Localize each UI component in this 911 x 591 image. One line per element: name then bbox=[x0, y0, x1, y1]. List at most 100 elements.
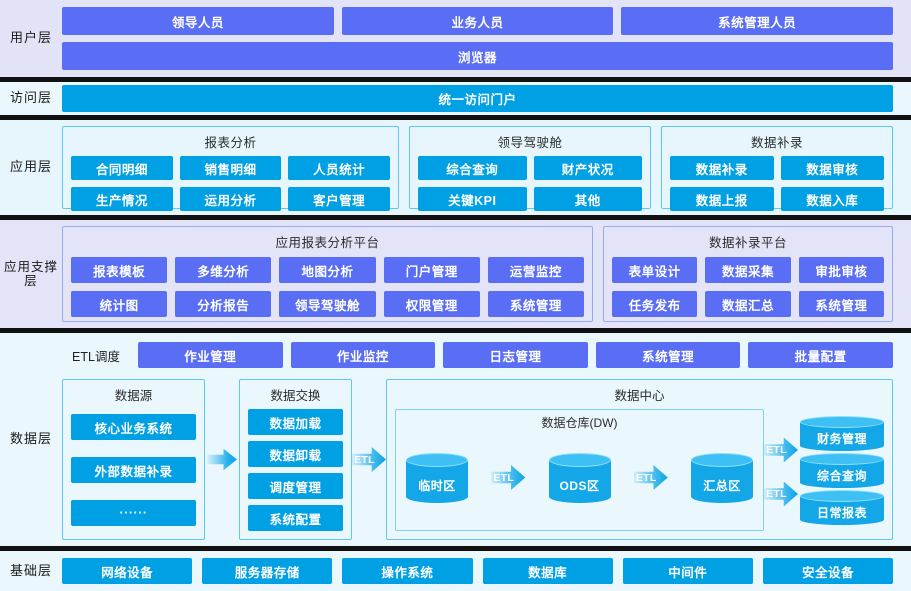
app-item-data-report[interactable]: 数据上报 bbox=[670, 187, 774, 211]
data-source-external-entry[interactable]: 外部数据补录 bbox=[71, 457, 196, 483]
app-item-customer-management[interactable]: 客户管理 bbox=[288, 187, 390, 211]
dw-zone-temp[interactable]: 临时区 bbox=[406, 452, 468, 503]
app-item-sales-detail[interactable]: 销售明细 bbox=[179, 156, 282, 180]
user-role-sysadmin[interactable]: 系统管理人员 bbox=[621, 7, 894, 35]
cylinder-top-icon bbox=[691, 452, 753, 467]
base-item-middleware[interactable]: 中间件 bbox=[622, 558, 753, 584]
data-exchange-load[interactable]: 数据加载 bbox=[248, 409, 343, 435]
application-layer-body: 报表分析 合同明细 销售明细 人员统计 生产情况 运用分析 客户管理 领导驾驶舱… bbox=[62, 120, 911, 215]
app-item-other[interactable]: 其他 bbox=[533, 187, 642, 211]
etl-item-job-monitoring[interactable]: 作业监控 bbox=[290, 342, 436, 368]
etl-item-log-management[interactable]: 日志管理 bbox=[443, 342, 588, 368]
data-source-more[interactable]: ······ bbox=[71, 500, 196, 526]
data-warehouse-title: 数据仓库(DW) bbox=[541, 416, 618, 430]
support-item-data-collection[interactable]: 数据采集 bbox=[705, 257, 791, 283]
data-exchange-unload[interactable]: 数据卸载 bbox=[248, 441, 343, 467]
app-item-data-audit[interactable]: 数据审核 bbox=[780, 156, 884, 180]
data-source-title: 数据源 bbox=[114, 389, 153, 403]
data-source-core-business[interactable]: 核心业务系统 bbox=[71, 414, 196, 440]
dw-zone-ods[interactable]: ODS区 bbox=[548, 452, 611, 503]
output-comprehensive-query[interactable]: 综合查询 bbox=[800, 452, 884, 488]
app-group-cockpit-title: 领导驾驶舱 bbox=[497, 136, 563, 150]
base-item-security-device[interactable]: 安全设备 bbox=[762, 558, 894, 584]
dw-zone-ods-label: ODS区 bbox=[559, 478, 600, 493]
base-item-server-storage[interactable]: 服务器存储 bbox=[202, 558, 333, 584]
support-item-operation-monitoring[interactable]: 运营监控 bbox=[487, 257, 584, 283]
output-comprehensive-query-label: 综合查询 bbox=[816, 468, 867, 483]
data-exchange-schedule[interactable]: 调度管理 bbox=[248, 473, 343, 499]
support-item-form-design[interactable]: 表单设计 bbox=[612, 257, 698, 283]
arrow-source-to-exchange bbox=[205, 379, 239, 540]
support-item-multidim-analysis[interactable]: 多维分析 bbox=[175, 257, 272, 283]
support-item-leader-cockpit[interactable]: 领导驾驶舱 bbox=[279, 291, 376, 317]
user-layer-label: 用户层 bbox=[9, 30, 52, 46]
base-item-database[interactable]: 数据库 bbox=[482, 558, 613, 584]
support-item-portal-management[interactable]: 门户管理 bbox=[383, 257, 480, 283]
data-exchange-config[interactable]: 系统配置 bbox=[248, 505, 343, 531]
support-item-approval-audit[interactable]: 审批审核 bbox=[798, 257, 884, 283]
support-item-system-management[interactable]: 系统管理 bbox=[487, 291, 584, 317]
etl-item-batch-config[interactable]: 批量配置 bbox=[748, 342, 893, 368]
data-layer-label: 数据层 bbox=[9, 431, 52, 447]
support-item-data-summary[interactable]: 数据汇总 bbox=[705, 291, 791, 317]
browser-box[interactable]: 浏览器 bbox=[62, 42, 893, 70]
app-item-data-entry[interactable]: 数据补录 bbox=[670, 156, 774, 180]
support-item-map-analysis[interactable]: 地图分析 bbox=[279, 257, 376, 283]
etl-item-job-management[interactable]: 作业管理 bbox=[138, 342, 283, 368]
base-layer-label: 基础层 bbox=[9, 562, 52, 578]
etl-arrow-temp-to-ods: ETL bbox=[491, 465, 526, 491]
app-item-operation-analysis[interactable]: 运用分析 bbox=[179, 187, 282, 211]
right-arrow-icon bbox=[207, 448, 237, 471]
app-item-comprehensive-query[interactable]: 综合查询 bbox=[418, 156, 527, 180]
output-finance-management[interactable]: 财务管理 bbox=[800, 415, 884, 451]
app-item-data-import[interactable]: 数据入库 bbox=[780, 187, 884, 211]
separator-data-base bbox=[0, 546, 911, 551]
support-item-task-publish[interactable]: 任务发布 bbox=[612, 291, 698, 317]
separator-user-access bbox=[0, 77, 911, 82]
user-role-business[interactable]: 业务人员 bbox=[341, 7, 614, 35]
data-center-panel: 数据中心 数据仓库(DW) 临时区 bbox=[386, 379, 893, 540]
data-source-panel: 数据源 核心业务系统 外部数据补录 ······ bbox=[62, 379, 205, 540]
data-flow-row: 数据源 核心业务系统 外部数据补录 ······ 数据交换 数据加载 bbox=[62, 379, 893, 550]
base-item-network-device[interactable]: 网络设备 bbox=[62, 558, 193, 584]
output-daily-report[interactable]: 日常报表 bbox=[800, 489, 884, 525]
app-item-asset-status[interactable]: 财产状况 bbox=[533, 156, 642, 180]
support-item-analysis-report[interactable]: 分析报告 bbox=[175, 291, 272, 317]
support-item-permission-management[interactable]: 权限管理 bbox=[383, 291, 480, 317]
support-group-report-platform: 应用报表分析平台 报表模板 多维分析 地图分析 门户管理 运营监控 统计图 分析… bbox=[62, 226, 593, 322]
app-group-leader-cockpit: 领导驾驶舱 综合查询 财产状况 关键KPI 其他 bbox=[409, 126, 651, 211]
data-center-title: 数据中心 bbox=[614, 389, 665, 403]
dw-zone-summary[interactable]: 汇总区 bbox=[691, 452, 753, 503]
separator-support-data bbox=[0, 328, 911, 333]
data-layer-band: 数据层 ETL调度 作业管理 作业监控 日志管理 系统管理 批量配置 数据源 bbox=[0, 333, 911, 546]
access-layer-body: 统一访问门户 bbox=[62, 82, 911, 115]
app-item-key-kpi[interactable]: 关键KPI bbox=[418, 187, 527, 211]
output-daily-report-label: 日常报表 bbox=[816, 505, 867, 520]
base-item-operating-system[interactable]: 操作系统 bbox=[342, 558, 473, 584]
etl-schedule-row: ETL调度 作业管理 作业监控 日志管理 系统管理 批量配置 bbox=[62, 341, 893, 369]
dw-zone-summary-label: 汇总区 bbox=[703, 478, 741, 493]
cylinder-top-icon bbox=[800, 452, 884, 465]
support-item-statistical-chart[interactable]: 统计图 bbox=[71, 291, 168, 317]
etl-arrow-output-2-label: ETL bbox=[766, 488, 787, 500]
separator-app-support bbox=[0, 215, 911, 220]
app-item-production-status[interactable]: 生产情况 bbox=[71, 187, 173, 211]
data-warehouse-panel: 数据仓库(DW) 临时区 bbox=[395, 409, 764, 531]
dw-zone-temp-label: 临时区 bbox=[418, 478, 456, 493]
app-item-staff-stats[interactable]: 人员统计 bbox=[288, 156, 390, 180]
support-item-report-template[interactable]: 报表模板 bbox=[71, 257, 168, 283]
cylinder-top-icon bbox=[406, 452, 468, 467]
etl-arrow-output-1-label: ETL bbox=[766, 444, 787, 456]
support-item-system-management-2[interactable]: 系统管理 bbox=[798, 291, 884, 317]
etl-arrow-ods-to-summary: ETL bbox=[633, 465, 668, 491]
etl-item-system-management[interactable]: 系统管理 bbox=[595, 342, 741, 368]
app-group-entry-title: 数据补录 bbox=[750, 136, 803, 150]
etl-arrow-inbound-label: ETL bbox=[354, 453, 375, 466]
access-layer-label: 访问层 bbox=[9, 90, 52, 106]
user-roles-row: 领导人员 业务人员 系统管理人员 bbox=[62, 7, 894, 35]
unified-portal-box[interactable]: 统一访问门户 bbox=[62, 85, 893, 112]
app-item-contract-detail[interactable]: 合同明细 bbox=[71, 156, 173, 180]
cylinder-top-icon bbox=[800, 415, 884, 428]
application-layer-band: 应用层 报表分析 合同明细 销售明细 人员统计 生产情况 运用分析 客户管理 领… bbox=[0, 120, 911, 215]
user-role-leader[interactable]: 领导人员 bbox=[62, 7, 334, 35]
